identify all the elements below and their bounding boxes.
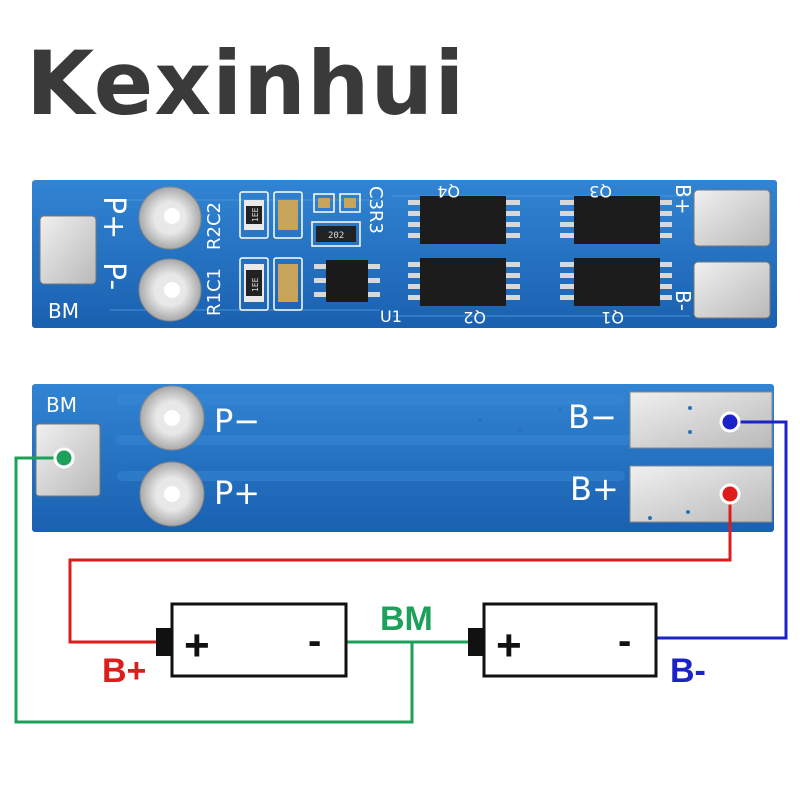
top-bm-pad [39,215,97,285]
top-b-plus-label: B+ [671,184,695,214]
resistor-code-2: 1EE [251,277,260,292]
bottom-b-minus-label: B− [568,398,617,436]
top-b-plus-pad [693,189,771,247]
bottom-pcb-board: BM P− P+ B− B+ [32,384,774,532]
brand-logo: Kexinhui [26,32,466,135]
silk-q4: Q4 [437,182,460,201]
top-b-minus-pad [693,261,771,319]
battery-1-minus: - [308,619,321,663]
mosfet-legs [408,200,672,300]
bottom-p-plus-label: P+ [214,474,260,512]
top-b-minus-label: B- [671,290,695,311]
resistor-r1: 1EE [239,257,269,311]
silk-r1c1: R1C1 [204,268,225,316]
wiring-diagram [14,420,788,724]
resistor-r3: 202 [311,221,361,247]
bottom-b-plus-label: B+ [570,470,619,508]
mosfet-q2 [420,258,506,306]
bottom-pad-p-plus [139,461,205,527]
label-bm: BM [380,600,433,638]
b-plus-connection-dot [719,483,741,505]
bottom-b-minus-pad [629,391,773,449]
silk-q3: Q3 [589,182,612,201]
top-p-minus-label: P- [96,262,131,290]
silk-u1: U1 [380,307,402,326]
chip-u1 [314,260,380,302]
label-b-minus: B- [670,652,706,690]
top-pcb-board: BM P+ P- R2C2 R1C1 1EE [32,180,777,328]
silk-r2c2: R2C2 [204,202,225,250]
bottom-p-minus-label: P− [214,402,260,440]
capacitor-c3 [313,193,361,213]
bottom-b-plus-pad [629,465,773,523]
top-bm-label: BM [48,299,79,323]
bottom-pad-p-minus [139,385,205,451]
battery-1: + - [156,602,348,678]
top-p-plus-label: P+ [96,196,131,239]
capacitor-c2 [273,191,303,239]
top-pad-p-minus [138,258,202,322]
battery-2: + - [468,602,658,678]
bottom-bm-label: BM [46,393,77,417]
battery-1-plus: + [184,621,210,670]
battery-2-minus: - [618,619,631,663]
label-b-plus: B+ [102,652,146,690]
b-minus-connection-dot [719,411,741,433]
battery-2-plus: + [496,621,522,670]
resistor-code-1: 1EE [251,207,260,222]
silk-q1: Q1 [601,308,624,327]
top-pad-p-plus [138,186,202,250]
resistor-code-3: 202 [328,231,344,241]
wire-bm [14,456,414,724]
wire-b-plus [68,494,732,644]
mosfet-q4 [420,196,506,244]
mosfet-q3 [574,196,660,244]
capacitor-c1 [273,257,303,311]
mosfet-q1 [574,258,660,306]
wire-b-minus [656,420,788,640]
bm-connection-dot [53,447,75,469]
silk-q2: Q2 [463,308,486,327]
silk-c3r3: C3R3 [365,186,386,234]
resistor-r2: 1EE [239,191,269,239]
